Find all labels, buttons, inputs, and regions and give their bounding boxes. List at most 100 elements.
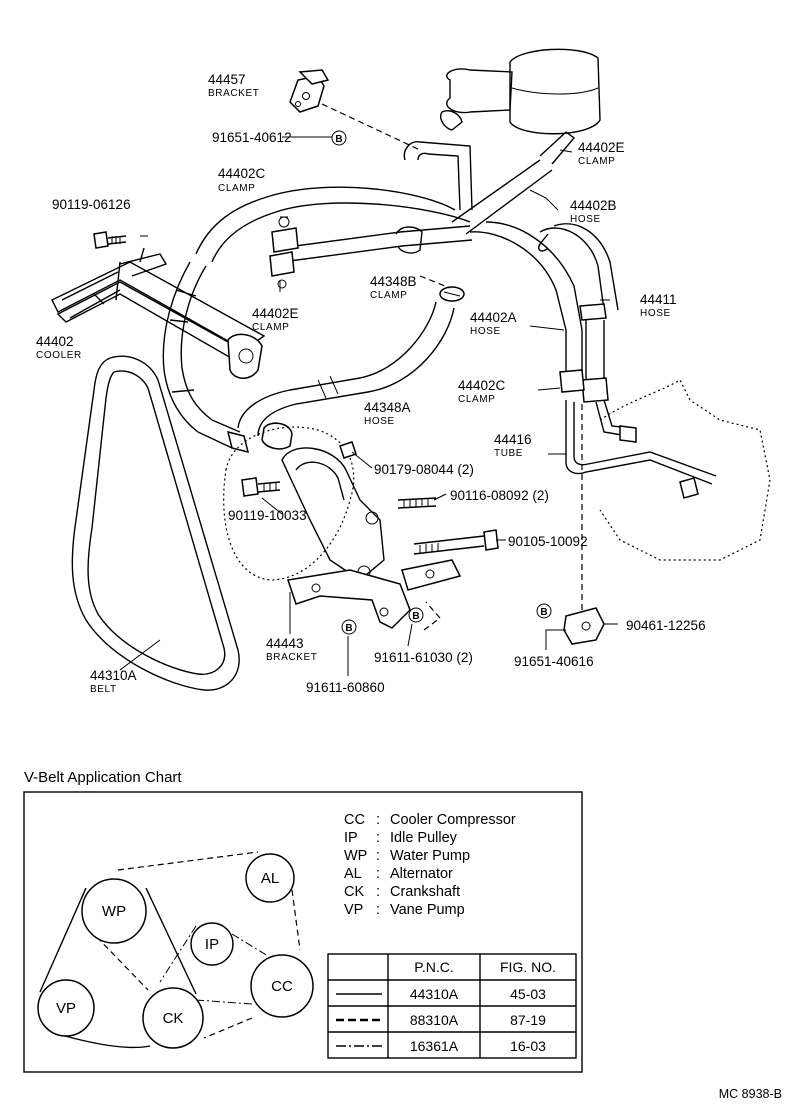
table-header-pnc: P.N.C. (414, 959, 453, 975)
return-hose-a (162, 261, 199, 433)
part-name: BELT (90, 684, 117, 695)
bracket-44457-drawing (289, 69, 330, 113)
table-row: 16361A 16-03 (336, 1038, 546, 1054)
tube-upper-left-2-drawing (281, 239, 473, 263)
hose-44402b-a (451, 159, 541, 223)
steering-gear-drawing (599, 379, 771, 561)
part-name: CLAMP (252, 322, 289, 333)
part-number: 44411 (640, 292, 677, 307)
pulley-label: CC (271, 978, 293, 995)
legend-desc: Water Pump (390, 848, 470, 864)
dashdot-belt-segment (195, 999, 253, 1005)
u-hose-inner-drawing (417, 152, 461, 211)
belt-44310a-drawing (71, 355, 240, 691)
table-cell-pnc: 44310A (410, 986, 459, 1002)
part-name: HOSE (364, 416, 395, 427)
part-number: 44402E (578, 140, 625, 155)
legend-desc: Alternator (390, 866, 453, 882)
legend-sep: : (376, 902, 380, 918)
part-name: CLAMP (578, 156, 615, 167)
legend-desc: Crankshaft (390, 884, 460, 900)
solid-belt-segment (57, 1033, 151, 1049)
leader-lines (119, 103, 618, 676)
u-hose-drawing (403, 141, 473, 211)
solid-belt-segment (145, 887, 197, 995)
part-name: HOSE (640, 308, 671, 319)
legend-sep: : (376, 848, 380, 864)
table-cell-pnc: 88310A (410, 1012, 459, 1028)
chart-frame (23, 791, 583, 1073)
part-name: BRACKET (266, 652, 317, 663)
part-number: 91611-61030 (2) (374, 650, 473, 665)
table-row: 44310A 45-03 (336, 986, 546, 1002)
part-number: 44402B (570, 198, 617, 213)
b-marker-text: B (412, 611, 419, 622)
table-row: 88310A 87-19 (336, 1012, 546, 1028)
part-name: BRACKET (208, 88, 259, 99)
pulley-label: CK (163, 1010, 184, 1027)
return-hose-nut (226, 430, 250, 454)
legend-abbr: IP (344, 830, 358, 846)
part-name: TUBE (494, 448, 523, 459)
part-number: 44416 (494, 432, 532, 447)
dashed-belt-segment (117, 851, 259, 871)
part-number: 90119-06126 (52, 197, 131, 212)
dashdot-belt-segment (159, 925, 197, 983)
legend-abbr: CC (344, 812, 365, 828)
clamp-90461-drawing (563, 607, 605, 645)
b-marker-text: B (345, 623, 352, 634)
legend-sep: : (376, 830, 380, 846)
part-number: 44443 (266, 636, 304, 651)
legend-abbr: VP (344, 902, 363, 918)
reservoir-tank-drawing (440, 48, 601, 135)
dashed-belt-segment (291, 889, 301, 951)
bracket-44443-drawing (287, 559, 462, 629)
part-number: 44402 (36, 334, 74, 349)
tube-44416-drawing (565, 399, 717, 499)
part-number: 44457 (208, 72, 246, 87)
table-cell-fig: 45-03 (510, 986, 546, 1002)
legend-abbr: AL (344, 866, 362, 882)
tube-upper-left-drawing (279, 225, 471, 249)
pulley-al: AL (245, 853, 295, 903)
dashed-belt-segment (203, 1017, 253, 1039)
v-belt-chart: V-Belt Application Chart WP AL (23, 769, 583, 1073)
b-marker-4: B (536, 603, 552, 619)
table-cell-pnc: 16361A (410, 1038, 459, 1054)
pulley-ck: CK (142, 987, 204, 1049)
b-marker-text: B (540, 607, 547, 618)
pulley-label: WP (102, 903, 126, 920)
table-cell-fig: 16-03 (510, 1038, 546, 1054)
part-number: 91611-60860 (306, 680, 385, 695)
bolt-90119-06126-drawing (93, 231, 127, 249)
part-name: COOLER (36, 350, 82, 361)
legend-desc: Vane Pump (390, 902, 465, 918)
belt-pnc-table: P.N.C. FIG. NO. 44310A 45-03 88310A 87-1… (327, 953, 577, 1059)
pulley-label: IP (205, 936, 219, 953)
part-number: 91651-40616 (514, 654, 594, 669)
hose-44402b-b (465, 169, 553, 235)
pulley-legend: CC : Cooler Compressor IP : Idle Pulley … (344, 812, 516, 918)
legend-sep: : (376, 884, 380, 900)
legend-sep: : (376, 812, 380, 828)
pulley-ip: IP (190, 922, 234, 966)
tube-sleeve-drawing (395, 226, 423, 254)
legend-sep: : (376, 866, 380, 882)
solid-belt-segment (39, 887, 87, 993)
part-number: 44402E (252, 306, 299, 321)
return-hose-marks (169, 289, 197, 393)
clamp-44402c-upper-drawing (271, 216, 299, 253)
pulley-vp: VP (37, 979, 95, 1037)
part-number: 91651-40612 (212, 130, 292, 145)
hose-44402a-44411-drawing (469, 221, 619, 403)
part-number: 90116-08092 (2) (450, 488, 549, 503)
pump-bolts-drawing (241, 441, 499, 555)
part-number: 90105-10092 (508, 534, 588, 549)
pulley-cc: CC (250, 954, 314, 1018)
part-name: CLAMP (370, 290, 407, 301)
part-number: 90461-12256 (626, 618, 706, 633)
clamp-44348b-drawing (439, 286, 465, 302)
loop-hose-lower-drawing (211, 202, 471, 263)
return-hose-b (180, 265, 213, 421)
b-marker-2: B (341, 619, 357, 635)
